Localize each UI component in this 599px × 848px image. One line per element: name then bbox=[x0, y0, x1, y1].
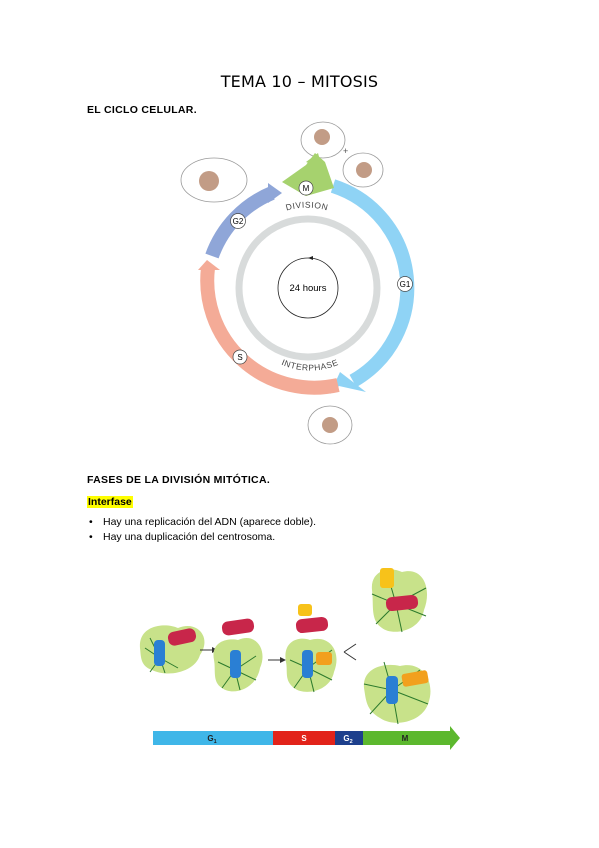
section-heading-mitotic-phases: FASES DE LA DIVISIÓN MITÓTICA. bbox=[87, 474, 271, 486]
g2-badge: G2 bbox=[230, 213, 246, 229]
centrosome-cell-2 bbox=[213, 618, 263, 692]
svg-text:G2: G2 bbox=[233, 217, 244, 226]
centrosome-cell-4-bottom bbox=[363, 661, 431, 725]
page-title: TEMA 10 – MITOSIS bbox=[220, 72, 379, 91]
large-cell-left bbox=[180, 157, 248, 203]
phase-bar-m bbox=[363, 731, 450, 745]
arrow-head-icon bbox=[280, 657, 286, 663]
phase-bar-label-s: S bbox=[301, 734, 307, 743]
section-heading-cell-cycle: EL CICLO CELULAR. bbox=[87, 104, 197, 116]
phase-bar-s bbox=[273, 731, 335, 745]
bullet-list: Hay una replicación del ADN (aparece dob… bbox=[87, 515, 316, 545]
m-badge: M bbox=[298, 180, 314, 196]
clock-arrow-icon bbox=[308, 256, 313, 260]
interphase-label: INTERPHASE bbox=[280, 357, 339, 373]
svg-text:M: M bbox=[303, 184, 310, 193]
phase-bar-label-g2: G2 bbox=[343, 734, 352, 745]
plus-sign: + bbox=[343, 146, 348, 156]
phase-bar: G1 S G2 M bbox=[153, 726, 460, 750]
s-badge: S bbox=[232, 349, 248, 365]
svg-text:S: S bbox=[237, 353, 242, 362]
subheading-interphase: Interfase bbox=[87, 496, 133, 508]
division-label: DIVISION bbox=[285, 200, 330, 213]
svg-text:G1: G1 bbox=[400, 280, 411, 289]
phase-bar-label-m: M bbox=[402, 734, 409, 743]
s-arc bbox=[198, 260, 340, 395]
centrosome-cell-4-top bbox=[371, 568, 428, 633]
split-arrow-icon bbox=[343, 643, 357, 661]
arrow-head-icon bbox=[212, 647, 218, 653]
phase-bar-label-g1: G1 bbox=[207, 734, 216, 745]
phase-bar-g1 bbox=[153, 731, 273, 745]
clock-circle bbox=[277, 257, 339, 319]
daughter-cell-top bbox=[300, 121, 346, 159]
phase-bar-arrow-icon bbox=[450, 726, 460, 750]
phase-bar-g2 bbox=[335, 731, 363, 745]
g1-badge: G1 bbox=[397, 276, 413, 292]
m-shape bbox=[282, 153, 334, 196]
cell-bottom bbox=[307, 405, 353, 445]
centrosome-cell-3 bbox=[285, 604, 337, 693]
daughter-cell-right bbox=[342, 152, 384, 188]
center-label: 24 hours bbox=[290, 283, 327, 294]
g2-arc bbox=[205, 183, 282, 259]
inner-ring bbox=[235, 215, 381, 361]
centrosome-cell-1 bbox=[139, 625, 205, 674]
list-item: Hay una duplicación del centrosoma. bbox=[87, 530, 316, 545]
list-item: Hay una replicación del ADN (aparece dob… bbox=[87, 515, 316, 530]
g1-arc bbox=[330, 179, 415, 394]
